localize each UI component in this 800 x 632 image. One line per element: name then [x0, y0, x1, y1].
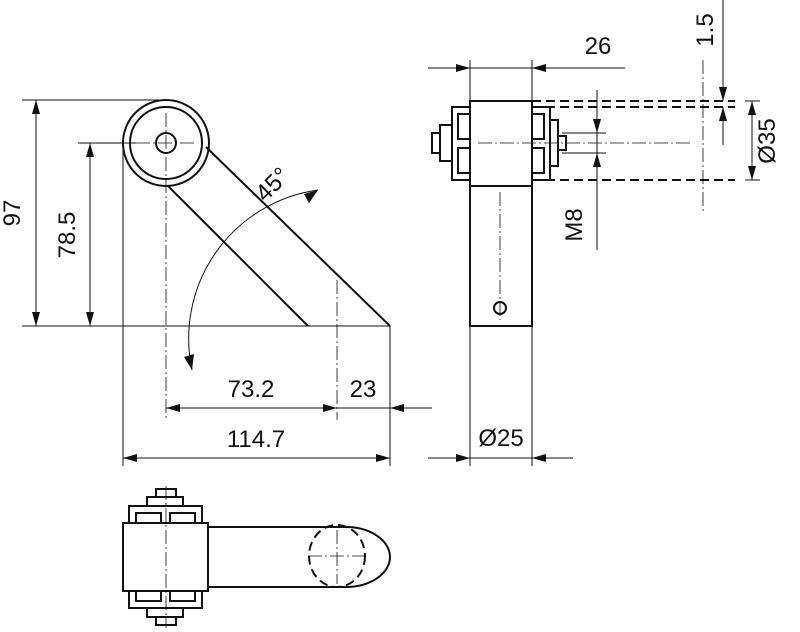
dim-78-label: 78.5 — [54, 212, 81, 259]
dim-97-arrow-bottom — [32, 312, 40, 326]
angle-arrow-bottom — [184, 354, 194, 370]
dim-35-arrow-bottom — [748, 166, 756, 180]
right-nut-lower — [531, 147, 545, 174]
lower-bolt-head — [146, 607, 184, 618]
dim-m8-arrow-bottom — [593, 153, 601, 167]
dim-25-label: Ø25 — [478, 425, 523, 452]
angle-arc — [188, 189, 319, 371]
dim-114-label: 114.7 — [227, 426, 285, 453]
dim-26-arrow-left — [456, 64, 470, 72]
top-view — [122, 486, 391, 628]
dim-23-label: 23 — [350, 376, 377, 403]
upper-nut-outer — [128, 505, 203, 524]
dim-73-label: 73.2 — [228, 376, 275, 403]
upper-bolt-head — [146, 496, 184, 507]
dim-m8-arrow-top — [593, 119, 601, 133]
dim-78-arrow-bottom — [86, 312, 94, 326]
dim-1-5-arrow-bottom — [719, 107, 727, 121]
left-nut-outer — [451, 106, 471, 181]
left-nut-upper — [457, 113, 471, 140]
dim-78-arrow-top — [86, 143, 94, 157]
front-view: 97 78.5 45° 73.2 23 114.7 — [0, 99, 432, 466]
dim-35-label: Ø35 — [754, 118, 781, 163]
dim-73-arrow-right — [323, 404, 337, 412]
tube-upper-edge — [205, 146, 391, 327]
dim-1-5-label: 1.5 — [692, 13, 719, 46]
tube-lower-edge — [167, 185, 309, 327]
dim-25-arrow-left — [456, 454, 470, 462]
tube-top-outline — [208, 526, 391, 588]
dim-97-arrow-top — [32, 100, 40, 114]
dim-35-arrow-top — [748, 101, 756, 115]
right-nut-outer — [531, 106, 551, 181]
angle-arrow-top — [304, 190, 318, 203]
side-view: 26 1.5 Ø35 M8 Ø25 — [428, 0, 781, 466]
dim-73-arrow-left — [166, 404, 180, 412]
clamp-body — [469, 100, 533, 187]
angle-label: 45° — [250, 162, 295, 207]
right-nut-upper — [531, 113, 545, 140]
upper-nut-right — [169, 512, 196, 524]
dim-114-arrow-right — [376, 454, 390, 462]
left-bolt-tip — [431, 132, 441, 154]
clamp-top-body — [122, 522, 209, 592]
lower-nut-right — [169, 590, 196, 602]
lower-nut-outer — [128, 590, 203, 609]
dim-97-label: 97 — [0, 200, 26, 227]
dim-114-arrow-left — [123, 454, 137, 462]
dim-26-arrow-right — [532, 64, 546, 72]
dim-23-arrow — [390, 404, 404, 412]
lower-nut-left — [135, 590, 162, 602]
left-nut-lower — [457, 147, 471, 174]
tube-body — [469, 185, 533, 327]
right-bolt-tip — [557, 135, 567, 151]
left-bolt-head — [439, 124, 453, 162]
dim-m8-label: M8 — [561, 208, 588, 241]
upper-nut-left — [135, 512, 162, 524]
dim-26-label: 26 — [585, 33, 612, 60]
dim-25-arrow-right — [532, 454, 546, 462]
dim-1-5-arrow-top — [719, 87, 727, 101]
